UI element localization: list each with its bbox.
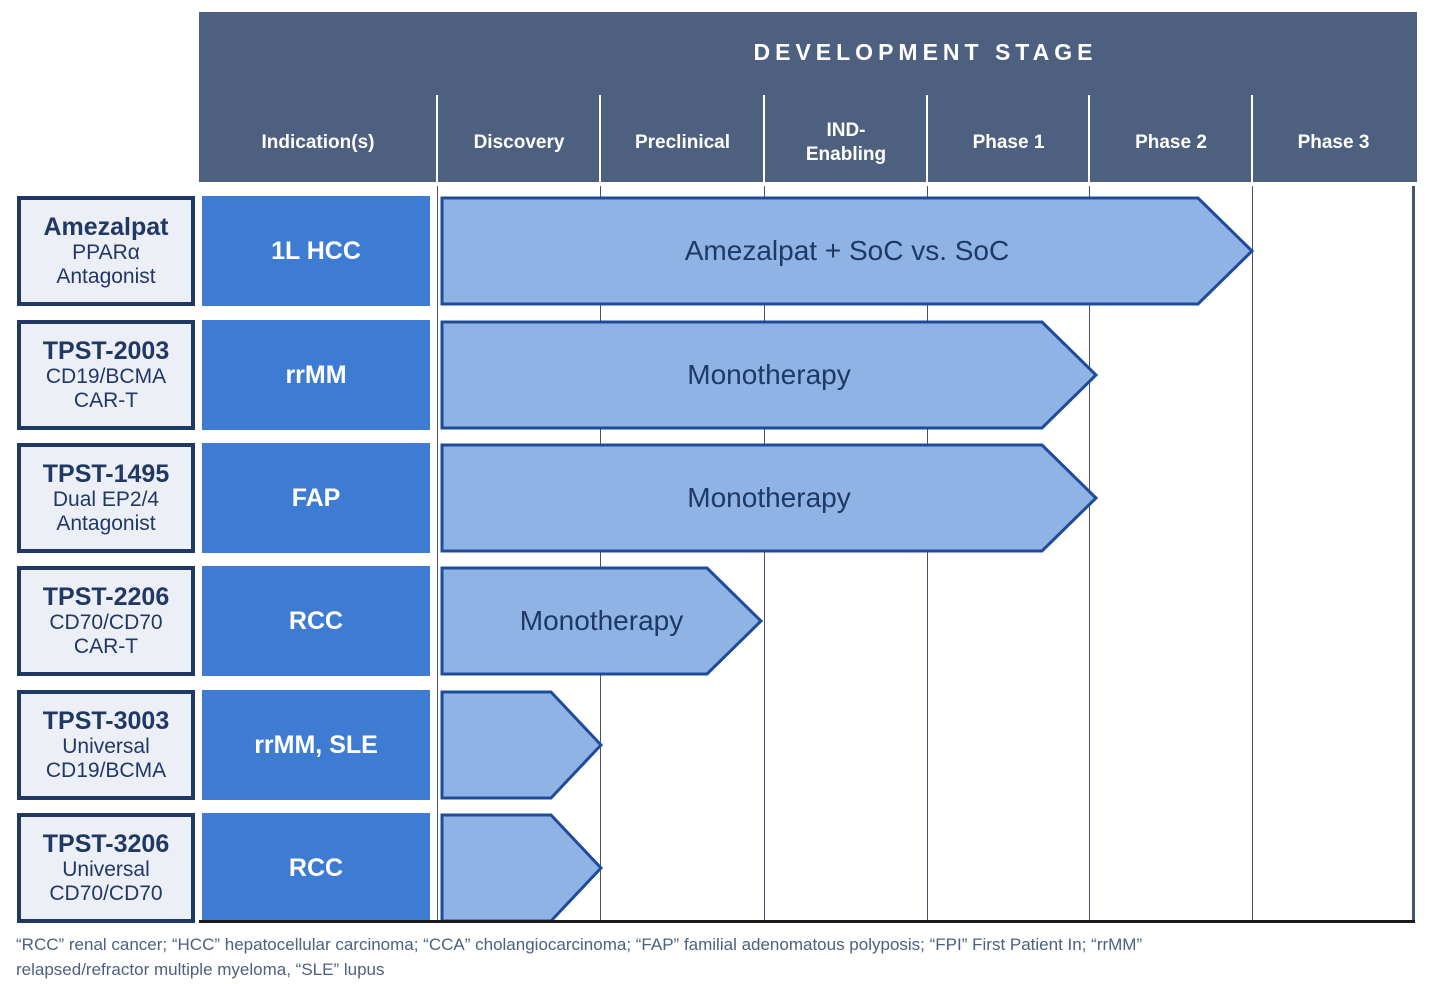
header-divider (763, 95, 765, 182)
stage-arrow: Monotherapy (440, 443, 1101, 553)
pipeline-row: TPST-1495 Dual EP2/4 Antagonist FAP Mono… (0, 443, 1429, 553)
arrow-label: Monotherapy (687, 482, 851, 513)
program-subtitle: CAR-T (73, 389, 139, 412)
program-card: Amezalpat PPARα Antagonist (17, 196, 195, 306)
program-card: TPST-2003 CD19/BCMA CAR-T (17, 320, 195, 430)
stage-gridline (927, 186, 928, 922)
column-header-preclinical: Preclinical (634, 132, 731, 154)
arrow-label: Monotherapy (519, 605, 684, 636)
program-name: TPST-2206 (42, 583, 170, 612)
program-card: TPST-2206 CD70/CD70 CAR-T (17, 566, 195, 676)
header-divider (599, 95, 601, 182)
program-subtitle: CAR-T (73, 635, 139, 658)
footnote: “RCC” renal cancer; “HCC” hepatocellular… (16, 933, 1406, 982)
stage-arrow (440, 690, 606, 800)
stage-gridline (600, 186, 601, 922)
column-header-discovery: Discovery (473, 132, 565, 154)
program-subtitle: PPARα (72, 241, 140, 265)
pipeline-row: TPST-2206 CD70/CD70 CAR-T RCC Monotherap… (0, 566, 1429, 676)
pipeline-row: TPST-3003 Universal CD19/BCMA rrMM, SLE (0, 690, 1429, 800)
program-name: TPST-1495 (42, 460, 170, 489)
stage-arrow: Monotherapy (440, 566, 766, 676)
grid-right-edge (1412, 186, 1415, 922)
stage-gridline (1089, 186, 1090, 922)
indication-cell: rrMM, SLE (202, 690, 430, 800)
program-name: TPST-3003 (42, 707, 170, 736)
program-subtitle: CD19/BCMA (45, 759, 167, 782)
indication-cell: RCC (202, 566, 430, 676)
footnote-line-2: relapsed/refractor multiple myeloma, “SL… (16, 959, 385, 979)
program-card: TPST-3206 Universal CD70/CD70 (17, 813, 195, 923)
column-header-phase-2: Phase 2 (1135, 132, 1207, 154)
bottom-axis-line (199, 920, 1415, 923)
program-subtitle: Universal (62, 735, 150, 759)
stage-arrow (440, 813, 606, 923)
stage-gridline (1252, 186, 1253, 922)
program-subtitle: CD70/CD70 (49, 882, 163, 905)
column-header-indications: Indication(s) (261, 132, 375, 154)
program-subtitle: Antagonist (56, 265, 156, 288)
arrow-label: Amezalpat + SoC vs. SoC (684, 235, 1010, 266)
header-divider (926, 95, 928, 182)
stage-arrow: Amezalpat + SoC vs. SoC (440, 196, 1257, 306)
indication-cell: FAP (202, 443, 430, 553)
program-name: TPST-3206 (42, 830, 170, 859)
pipeline-row: TPST-3206 Universal CD70/CD70 RCC (0, 813, 1429, 923)
header-divider (436, 95, 438, 182)
program-subtitle: Universal (62, 858, 150, 882)
stage-gridline (764, 186, 765, 922)
column-header-phase-1: Phase 1 (972, 132, 1045, 154)
program-name: Amezalpat (43, 213, 169, 242)
program-subtitle: Dual EP2/4 (52, 488, 160, 512)
arrow-label (440, 690, 603, 800)
arrow-label (440, 813, 603, 923)
header-title: DEVELOPMENT STAGE (753, 38, 1098, 65)
program-card: TPST-1495 Dual EP2/4 Antagonist (17, 443, 195, 553)
header-divider (1251, 95, 1253, 182)
footnote-line-1: “RCC” renal cancer; “HCC” hepatocellular… (16, 935, 1143, 954)
program-subtitle: CD19/BCMA (45, 365, 167, 389)
arrow-label: Monotherapy (687, 359, 851, 390)
indication-cell: rrMM (202, 320, 430, 430)
indication-cell: RCC (202, 813, 430, 923)
column-header-ind-enabling: IND- Enabling (805, 120, 887, 165)
program-card: TPST-3003 Universal CD19/BCMA (17, 690, 195, 800)
program-subtitle: Antagonist (56, 512, 156, 535)
column-header-phase-3: Phase 3 (1297, 132, 1370, 154)
indication-cell: 1L HCC (202, 196, 430, 306)
header-divider (1088, 95, 1090, 182)
program-name: TPST-2003 (42, 337, 170, 366)
development-stage-header (199, 12, 1417, 182)
pipeline-row: TPST-2003 CD19/BCMA CAR-T rrMM Monothera… (0, 320, 1429, 430)
pipeline-row: Amezalpat PPARα Antagonist 1L HCC Amezal… (0, 196, 1429, 306)
program-subtitle: CD70/CD70 (49, 611, 163, 635)
stage-gridline (437, 186, 438, 922)
stage-arrow: Monotherapy (440, 320, 1101, 430)
